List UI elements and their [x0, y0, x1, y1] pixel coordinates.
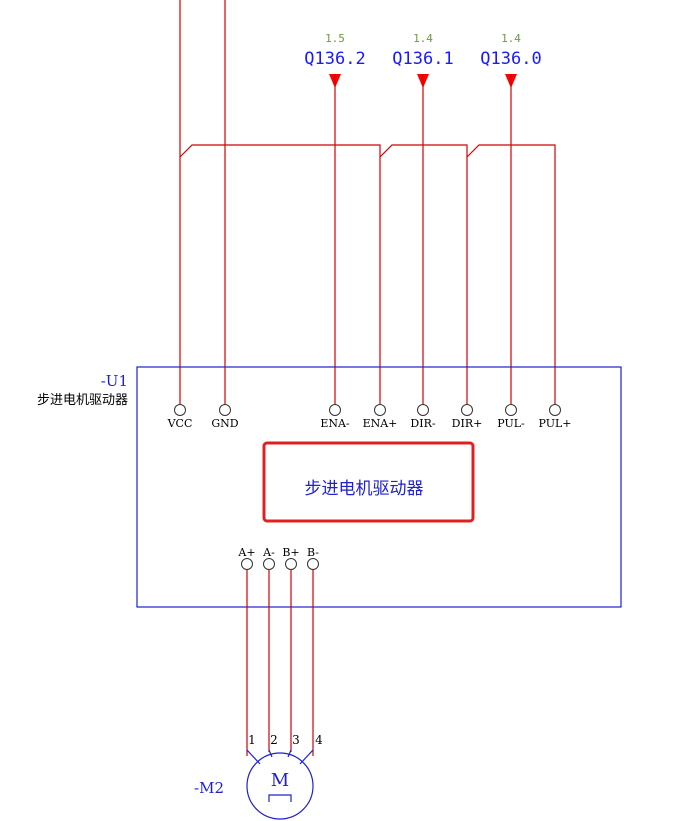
input-terminals: [174, 404, 561, 416]
output-terminals: [241, 558, 319, 570]
terminal-a-plus[interactable]: [241, 558, 253, 570]
motor-circle[interactable]: [246, 752, 314, 820]
wire-numbers: 1 2 3 4: [248, 733, 323, 747]
signal-address-2[interactable]: Q136.1: [392, 49, 453, 69]
pin-label: B+: [282, 546, 299, 559]
vcc-bus-dir-plus: [379, 144, 468, 404]
pin-label: A+: [237, 546, 255, 559]
terminal-gnd[interactable]: [219, 404, 231, 416]
output-pin-labels: A+ A- B+ B-: [237, 546, 319, 559]
vcc-bus-ena-plus: [179, 144, 381, 404]
vcc-bus-pul-plus: [466, 144, 556, 404]
motor-symbol[interactable]: M: [246, 752, 314, 820]
terminal-ena-plus[interactable]: [374, 404, 386, 416]
motor-tag: -M2: [194, 779, 224, 797]
pin-label: ENA+: [363, 417, 398, 430]
terminal-dir-minus[interactable]: [417, 404, 429, 416]
terminal-ena-minus[interactable]: [329, 404, 341, 416]
pin-label: ENA-: [320, 417, 350, 430]
driver-box[interactable]: [136, 366, 622, 608]
pin-label: DIR-: [410, 417, 435, 430]
terminal-dir-plus[interactable]: [461, 404, 473, 416]
driver-side-label: 步进电机驱动器: [37, 393, 128, 408]
signal-ref-2: 1.4: [413, 32, 433, 45]
signal-q136-2: 1.5 Q136.2: [304, 32, 366, 404]
terminal-a-minus[interactable]: [263, 558, 275, 570]
signal-ref-3: 1.4: [501, 32, 521, 45]
motor-lead-2: [268, 749, 273, 758]
wire-number: 4: [315, 733, 323, 747]
pin-label: DIR+: [452, 417, 483, 430]
signal-q136-0: 1.4 Q136.0: [480, 32, 542, 404]
signal-address-3[interactable]: Q136.0: [480, 49, 541, 69]
signal-q136-1: 1.4 Q136.1: [392, 32, 454, 404]
motor-letter: M: [271, 770, 289, 791]
pin-label: GND: [211, 417, 238, 430]
highlight-frame: [262, 441, 475, 523]
terminal-pul-plus[interactable]: [549, 404, 561, 416]
terminal-pul-minus[interactable]: [505, 404, 517, 416]
motor-wires: [246, 569, 314, 765]
signal-ref-1: 1.5: [325, 32, 345, 45]
motor-lead-3: [287, 749, 292, 758]
input-pin-labels: VCC GND ENA- ENA+ DIR- DIR+ PUL- PUL+: [167, 417, 572, 430]
signal-address-1[interactable]: Q136.2: [304, 49, 365, 69]
wire-number: 2: [270, 733, 278, 747]
wire-number: 3: [292, 733, 300, 747]
pin-label: VCC: [167, 417, 193, 430]
terminal-vcc[interactable]: [174, 404, 186, 416]
driver-center-label: 步进电机驱动器: [305, 479, 424, 499]
driver-tag: -U1: [101, 372, 128, 390]
pin-label: B-: [307, 546, 319, 559]
stepper-icon: [268, 794, 292, 802]
wire-number: 1: [248, 733, 256, 747]
terminal-b-plus[interactable]: [285, 558, 297, 570]
pin-label: A-: [262, 546, 275, 559]
pin-label: PUL+: [539, 417, 572, 430]
terminal-b-minus[interactable]: [307, 558, 319, 570]
pin-label: PUL-: [497, 417, 525, 430]
